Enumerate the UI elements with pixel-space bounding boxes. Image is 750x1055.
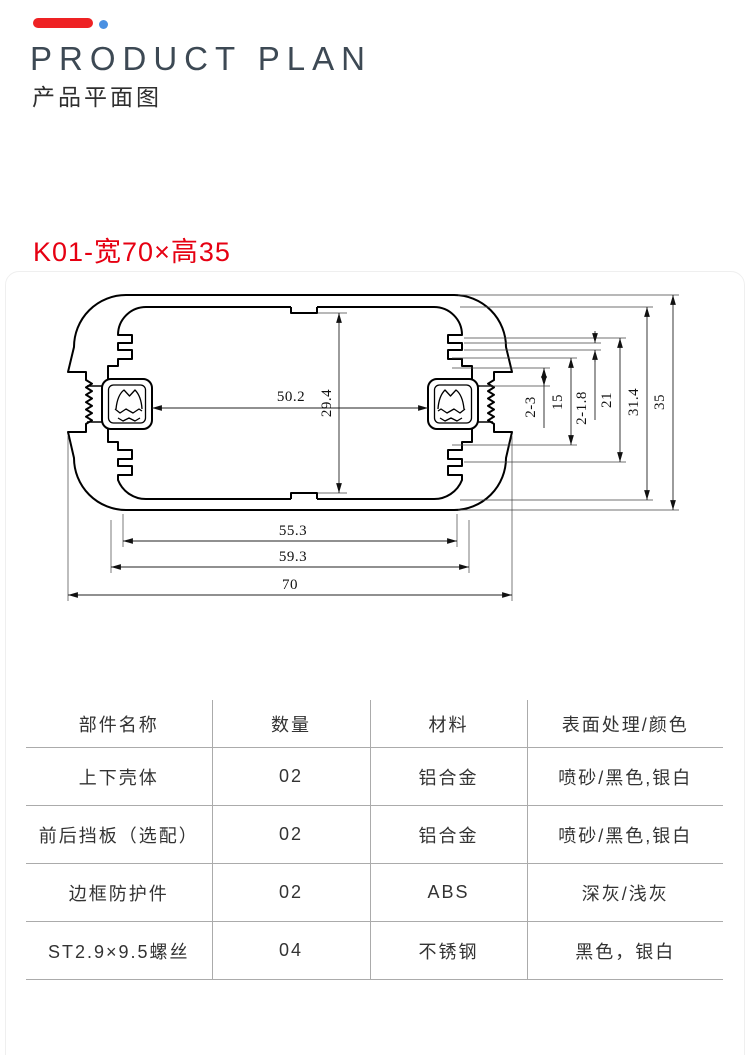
page-subtitle: 产品平面图 — [32, 84, 162, 110]
accent-bar — [33, 18, 93, 28]
table-row: ST2.9×9.5螺丝 04 不锈钢 黑色，银白 — [26, 921, 723, 980]
dim-step-height: 21 — [599, 392, 615, 408]
dim-slot-2x3: 2-3 — [523, 396, 539, 418]
cell-quantity: 02 — [212, 805, 371, 864]
screw-hole — [115, 389, 143, 410]
dimension-labels: 29.4 50.2 2-3 15 2-1.8 21 31.4 35 55.3 5… — [277, 388, 668, 593]
dim-inner-total-height: 31.4 — [626, 388, 642, 416]
screw-boss — [101, 378, 153, 430]
cell-part-name: 边框防护件 — [26, 863, 213, 922]
extension-lines — [67, 294, 679, 601]
dim-boss-span: 15 — [550, 394, 566, 410]
model-spec-title: K01-宽70×高35 — [33, 237, 231, 267]
dimension-lines — [68, 295, 676, 598]
dim-slot-2x18: 2-1.8 — [574, 391, 590, 425]
table-header-row: 部件名称 数量 材料 表面处理/颜色 — [26, 700, 723, 748]
dim-width-inner: 55.3 — [279, 523, 307, 539]
cell-material: 铝合金 — [370, 805, 528, 864]
page-title: PRODUCT PLAN — [30, 40, 372, 77]
dim-width-step: 59.3 — [279, 549, 307, 565]
cell-quantity: 04 — [212, 921, 371, 980]
dim-inner-height: 29.4 — [319, 389, 335, 417]
parts-table: 部件名称 数量 材料 表面处理/颜色 上下壳体 02 铝合金 喷砂/黑色,银白 … — [26, 700, 723, 980]
cell-part-name: 上下壳体 — [26, 747, 213, 806]
cell-finish-color: 喷砂/黑色,银白 — [527, 747, 723, 806]
dim-inner-width: 50.2 — [277, 389, 305, 405]
dim-total-height: 35 — [652, 394, 668, 410]
table-row: 前后挡板（选配） 02 铝合金 喷砂/黑色,银白 — [26, 805, 723, 864]
col-material: 材料 — [370, 700, 528, 748]
profile-left-half — [67, 294, 290, 511]
table-row: 上下壳体 02 铝合金 喷砂/黑色,银白 — [26, 747, 723, 806]
center-notches — [290, 305, 318, 501]
profile-cross-section-drawing: 29.4 50.2 2-3 15 2-1.8 21 31.4 35 55.3 5… — [67, 294, 679, 601]
cell-quantity: 02 — [212, 863, 371, 922]
cell-finish-color: 喷砂/黑色,银白 — [527, 805, 723, 864]
col-finish-color: 表面处理/颜色 — [527, 700, 723, 748]
accent-dot-icon — [99, 20, 108, 29]
col-quantity: 数量 — [212, 700, 371, 748]
cell-material: ABS — [370, 863, 528, 922]
cell-finish-color: 深灰/浅灰 — [527, 863, 723, 922]
cell-quantity: 02 — [212, 747, 371, 806]
dim-total-width: 70 — [282, 577, 298, 593]
col-part-name: 部件名称 — [26, 700, 213, 748]
cell-finish-color: 黑色，银白 — [527, 921, 723, 980]
cell-material: 铝合金 — [370, 747, 528, 806]
cell-part-name: 前后挡板（选配） — [26, 805, 213, 864]
table-row: 边框防护件 02 ABS 深灰/浅灰 — [26, 863, 723, 922]
cell-part-name: ST2.9×9.5螺丝 — [26, 921, 213, 980]
cell-material: 不锈钢 — [370, 921, 528, 980]
